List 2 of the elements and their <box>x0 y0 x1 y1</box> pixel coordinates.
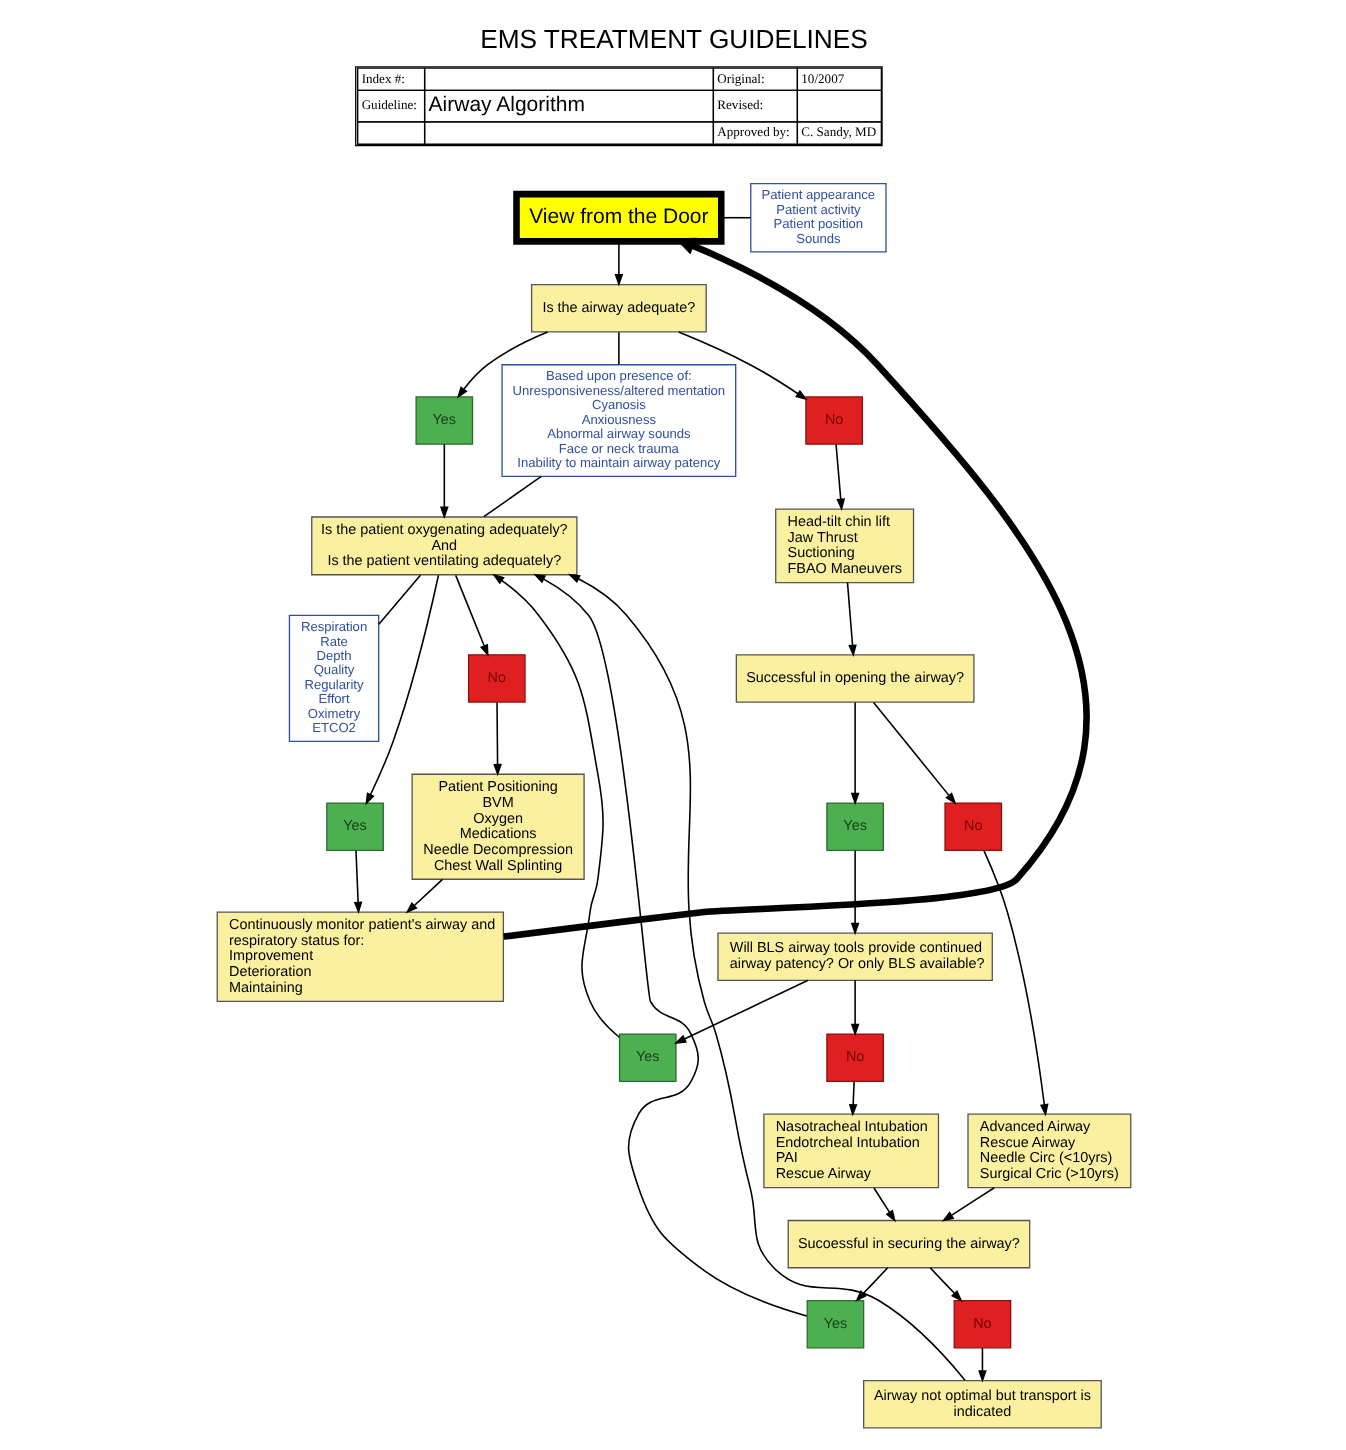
diagram-title: EMS TREATMENT GUIDELINES <box>479 24 867 55</box>
label: Airway Algorithm <box>427 93 584 118</box>
